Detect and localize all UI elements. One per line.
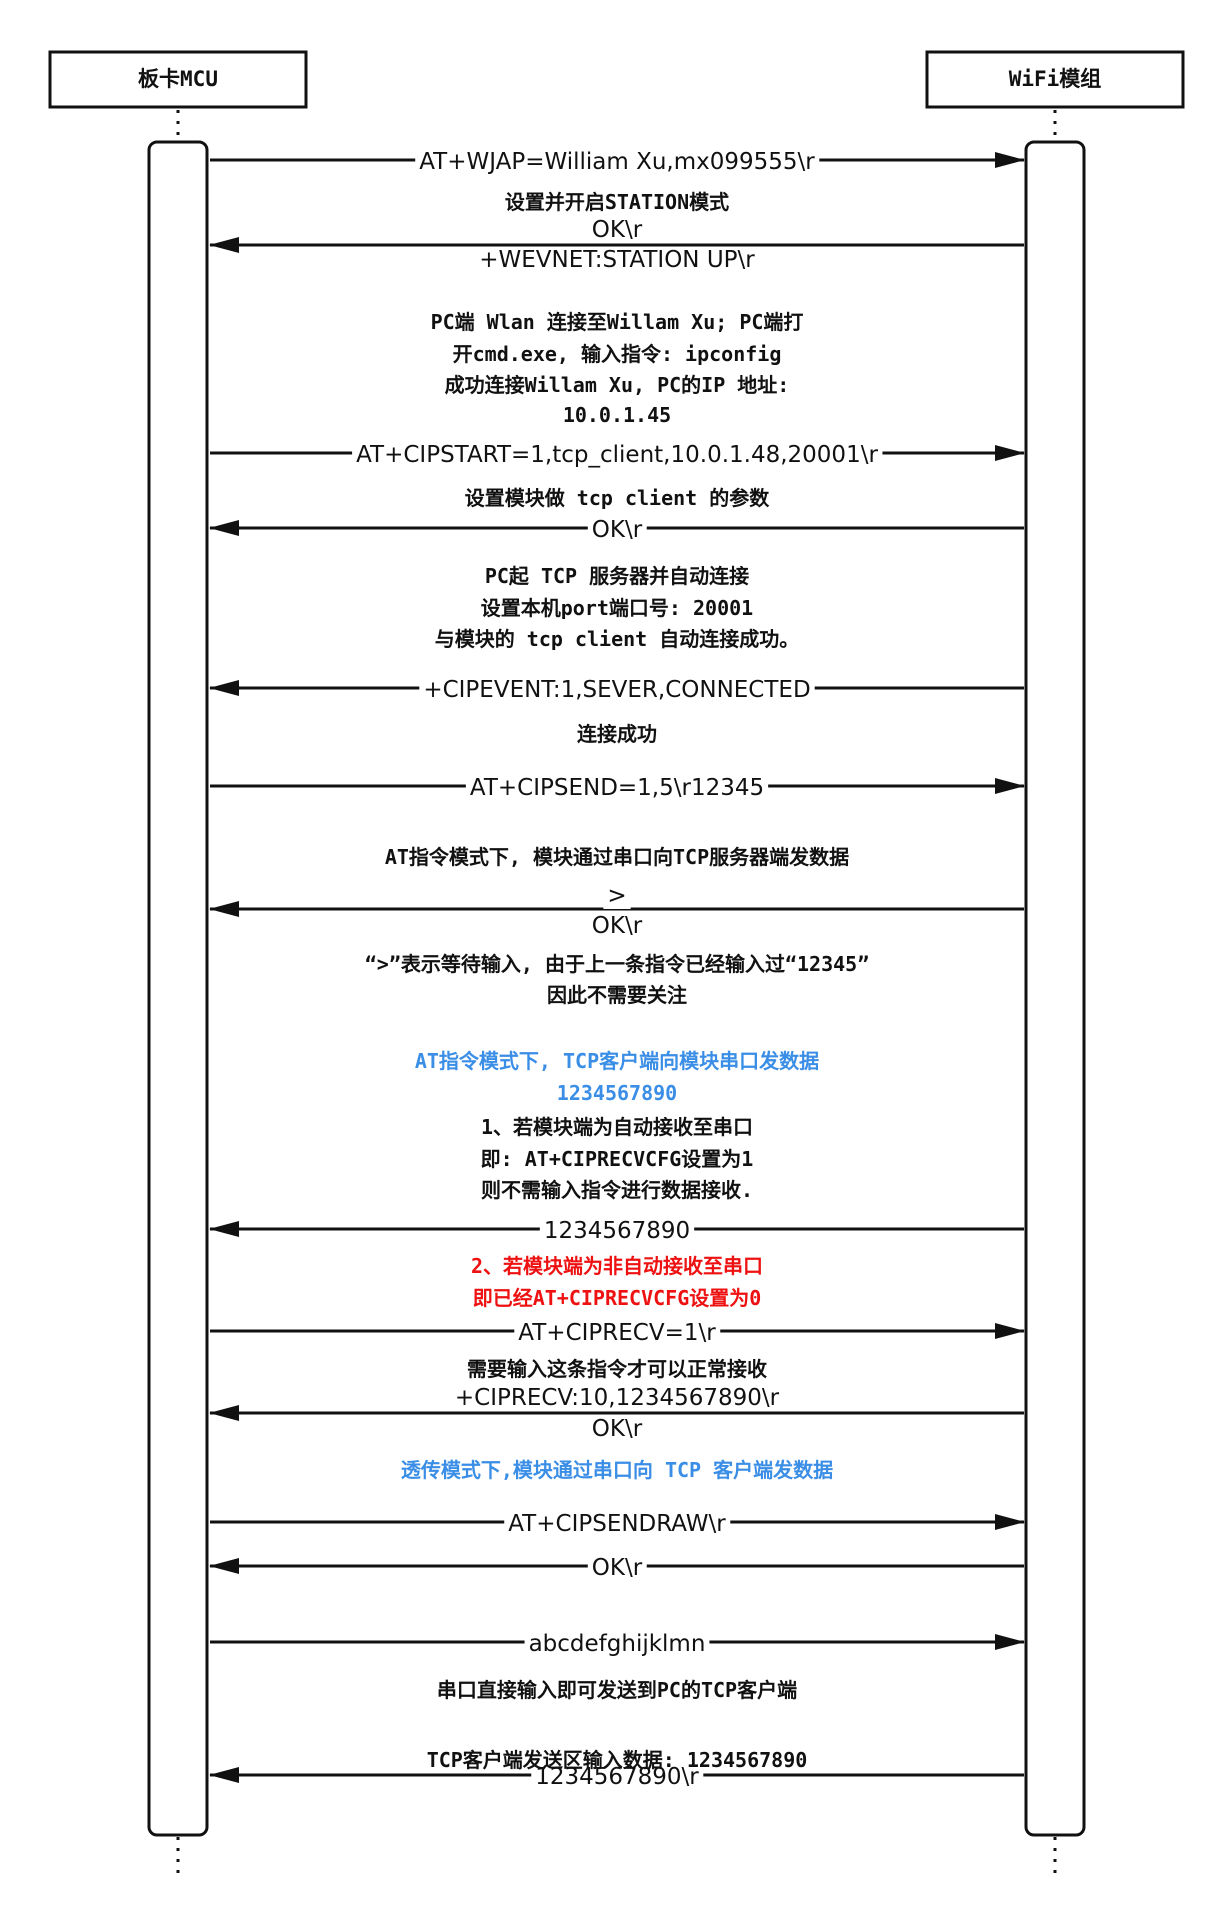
message-label-backing — [587, 913, 647, 939]
message-label: 1234567890\r — [535, 1764, 699, 1790]
participant-right: WiFi模组 — [925, 50, 1185, 109]
message-label: +CIPRECV:10,1234567890\r — [455, 1385, 780, 1411]
note-text: AT指令模式下, TCP客户端向模块串口发数据 — [415, 1049, 819, 1073]
message-m1: AT+WJAP=William Xu,mx099555\r — [210, 149, 1025, 175]
message-label-backing — [465, 775, 769, 801]
note-n5: 连接成功 — [577, 722, 657, 746]
message-label-backing — [419, 677, 815, 703]
message-m7: > OK\r — [209, 883, 1024, 939]
message-label-backing — [450, 1385, 784, 1411]
message-m10: +CIPRECV:10,1234567890\rOK\r — [209, 1385, 1024, 1442]
participant-left-label: 板卡MCU — [138, 67, 218, 91]
message-label-backing — [524, 1631, 710, 1657]
message-m12: OK\r — [209, 1555, 1024, 1581]
message-m2: OK\r +WEVNET:STATION UP\r — [209, 217, 1024, 273]
note-text: AT指令模式下, 模块通过串口向TCP服务器端发数据 — [385, 845, 849, 869]
message-label-backing — [514, 1320, 721, 1346]
participant-right-label: WiFi模组 — [1009, 67, 1102, 91]
message-label: OK\r — [592, 1416, 643, 1442]
message-label: abcdefghijklmn — [529, 1631, 706, 1657]
note-text: 设置并开启STATION模式 — [505, 190, 729, 214]
message-label: +WEVNET:STATION UP\r — [479, 247, 755, 273]
message-m3: AT+CIPSTART=1,tcp_client,10.0.1.48,20001… — [210, 442, 1025, 468]
note-text: 1、若模块端为自动接收至串口 — [481, 1115, 753, 1139]
message-label-backing — [587, 517, 647, 543]
note-text: 与模块的 tcp client 自动连接成功。 — [435, 627, 800, 651]
note-n6: AT指令模式下, 模块通过串口向TCP服务器端发数据 — [385, 845, 849, 869]
note-n13: 串口直接输入即可发送到PC的TCP客户端 — [437, 1678, 797, 1702]
note-text: 成功连接Willam Xu, PC的IP 地址: — [445, 373, 790, 397]
note-n14: TCP客户端发送区输入数据: 1234567890 — [427, 1748, 808, 1772]
note-text: 透传模式下,模块通过串口向 TCP 客户端发数据 — [401, 1458, 833, 1482]
message-label: 1234567890 — [544, 1218, 690, 1244]
note-text: 则不需输入指令进行数据接收. — [481, 1178, 753, 1202]
note-n3: 设置模块做 tcp client 的参数 — [465, 486, 770, 510]
note-text: PC端 Wlan 连接至Willam Xu; PC端打 — [431, 310, 804, 334]
message-label: OK\r — [592, 1555, 643, 1581]
note-text: 2、若模块端为非自动接收至串口 — [471, 1254, 763, 1278]
message-label-backing — [587, 1555, 647, 1581]
message-label-backing — [415, 149, 820, 175]
message-label: OK\r — [592, 913, 643, 939]
note-n8: AT指令模式下, TCP客户端向模块串口发数据 1234567890 — [415, 1049, 819, 1105]
message-label: OK\r — [592, 517, 643, 543]
note-text: “>”表示等待输入, 由于上一条指令已经输入过“12345” — [365, 952, 870, 976]
note-text: 设置模块做 tcp client 的参数 — [465, 486, 770, 510]
message-m9: AT+CIPRECV=1\r — [210, 1320, 1025, 1346]
message-m5: +CIPEVENT:1,SEVER,CONNECTED — [209, 677, 1024, 703]
participant-left: 板卡MCU — [48, 50, 308, 109]
message-m13: abcdefghijklmn — [210, 1631, 1025, 1657]
note-text: 因此不需要关注 — [547, 983, 687, 1007]
message-label-backing — [587, 217, 647, 243]
message-label: AT+WJAP=William Xu,mx099555\r — [419, 149, 815, 175]
note-text: TCP客户端发送区输入数据: 1234567890 — [427, 1748, 808, 1772]
activation-bar-left — [147, 140, 209, 1837]
message-label: AT+CIPRECV=1\r — [518, 1320, 716, 1346]
message-label-backing — [504, 1511, 731, 1537]
note-text: 连接成功 — [577, 722, 657, 746]
note-text: 需要输入这条指令才可以正常接收 — [467, 1357, 767, 1381]
message-label: AT+CIPSEND=1,5\r12345 — [470, 775, 764, 801]
message-m4: OK\r — [209, 517, 1024, 543]
message-m8: 1234567890 — [209, 1218, 1024, 1244]
note-text: 开cmd.exe, 输入指令: ipconfig — [453, 342, 782, 366]
message-m11: AT+CIPSENDRAW\r — [210, 1511, 1025, 1537]
message-label-backing — [539, 1218, 695, 1244]
note-n7: “>”表示等待输入, 由于上一条指令已经输入过“12345” 因此不需要关注 — [365, 952, 870, 1007]
message-label: +CIPEVENT:1,SEVER,CONNECTED — [423, 677, 810, 703]
message-label-backing — [587, 1416, 647, 1442]
diagram-content: AT+WJAP=William Xu,mx099555\rOK\r +WEVNET… — [209, 149, 1025, 1790]
message-label: AT+CIPSENDRAW\r — [508, 1511, 726, 1537]
message-m6: AT+CIPSEND=1,5\r12345 — [210, 775, 1025, 801]
message-label: > — [607, 883, 626, 909]
note-n12: 透传模式下,模块通过串口向 TCP 客户端发数据 — [401, 1458, 833, 1482]
note-n1: 设置并开启STATION模式 — [505, 190, 729, 214]
note-text: 串口直接输入即可发送到PC的TCP客户端 — [437, 1678, 797, 1702]
message-label-backing — [475, 247, 760, 273]
message-label-backing — [531, 1764, 704, 1790]
message-label: AT+CIPSTART=1,tcp_client,10.0.1.48,20001… — [356, 442, 878, 468]
activation-bar-right — [1024, 140, 1086, 1837]
message-label: OK\r — [592, 217, 643, 243]
note-text: PC起 TCP 服务器并自动连接 — [485, 564, 749, 588]
message-m14: 1234567890\r — [209, 1764, 1024, 1790]
note-text: 10.0.1.45 — [563, 403, 671, 427]
note-n11: 需要输入这条指令才可以正常接收 — [467, 1357, 767, 1381]
note-text: 即: AT+CIPRECVCFG设置为1 — [481, 1147, 754, 1171]
note-text: 1234567890 — [557, 1081, 677, 1105]
note-text: 设置本机port端口号: 20001 — [481, 596, 753, 620]
message-label-backing — [603, 883, 631, 909]
message-label-backing — [352, 442, 883, 468]
note-text: 即已经AT+CIPRECVCFG设置为0 — [473, 1286, 762, 1310]
